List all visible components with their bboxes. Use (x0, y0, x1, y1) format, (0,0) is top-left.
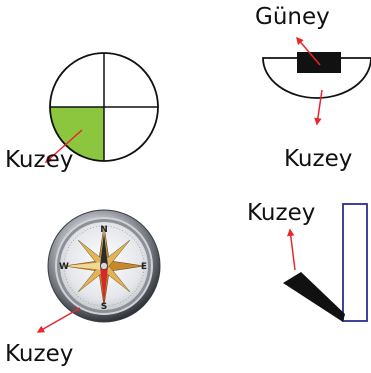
compass-letter-s: S (101, 302, 107, 312)
compass-north-label: Kuzey (5, 343, 73, 366)
dark-block (297, 52, 341, 73)
compass-pivot (101, 263, 108, 270)
compass-letter-w: W (59, 262, 69, 272)
semicircle-north-label: Kuzey (284, 148, 352, 171)
compass-diagram: N S E W (38, 210, 160, 332)
compass-letter-n: N (100, 225, 108, 235)
circle-north-label: Kuzey (5, 149, 73, 172)
semicircle-diagram (263, 38, 371, 124)
north-arrow (38, 308, 80, 332)
stick-north-label: Kuzey (247, 202, 315, 225)
semicircle-south-label: Güney (255, 6, 330, 29)
stick-shadow (283, 272, 345, 322)
north-arrow (290, 230, 295, 270)
quartered-circle-diagram (46, 53, 158, 162)
stick (343, 204, 367, 321)
compass-letter-e: E (141, 262, 147, 272)
